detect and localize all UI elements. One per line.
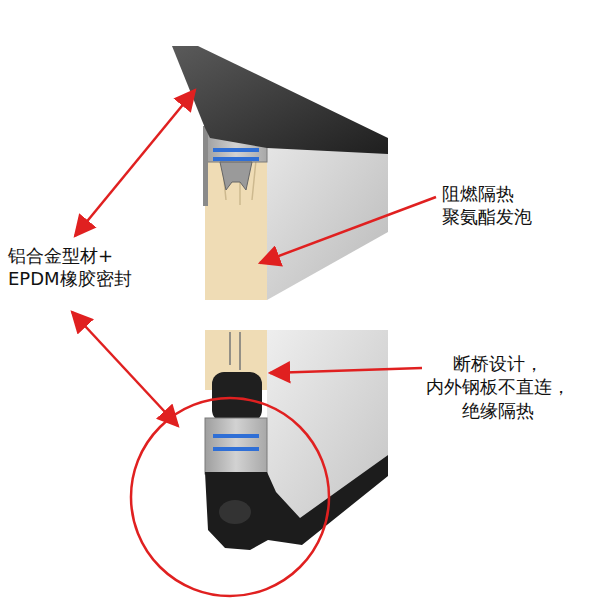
blue-seal [213, 447, 259, 451]
foam-texture [230, 332, 240, 370]
lower-panel [205, 330, 388, 550]
leaders [72, 90, 436, 596]
upper-panel [172, 46, 388, 300]
profile-wall [203, 126, 208, 206]
top-cap [172, 46, 388, 154]
steel-skin [267, 140, 388, 300]
leader-line [72, 312, 178, 426]
profile-tongue [220, 162, 252, 190]
blue-seal [213, 148, 259, 152]
leader-line [270, 368, 422, 373]
leader-line [75, 90, 195, 236]
callout-label: 阻燃隔热 聚氨酯发泡 [442, 182, 572, 229]
highlight-circle [131, 398, 329, 596]
callout-label: 断桥设计， 内外钢板不直连， 绝缘隔热 [412, 352, 584, 422]
leader-line [260, 197, 436, 263]
blue-seal [213, 434, 259, 438]
steel-skin [267, 330, 388, 520]
bottom-seal [205, 455, 388, 550]
blue-seal [213, 157, 259, 161]
seal-bulb [219, 500, 251, 524]
callout-label: 铝合金型材+ EPDM橡胶密封 [8, 244, 183, 291]
aluminium-profile [205, 418, 267, 474]
pu-foam [205, 160, 267, 300]
